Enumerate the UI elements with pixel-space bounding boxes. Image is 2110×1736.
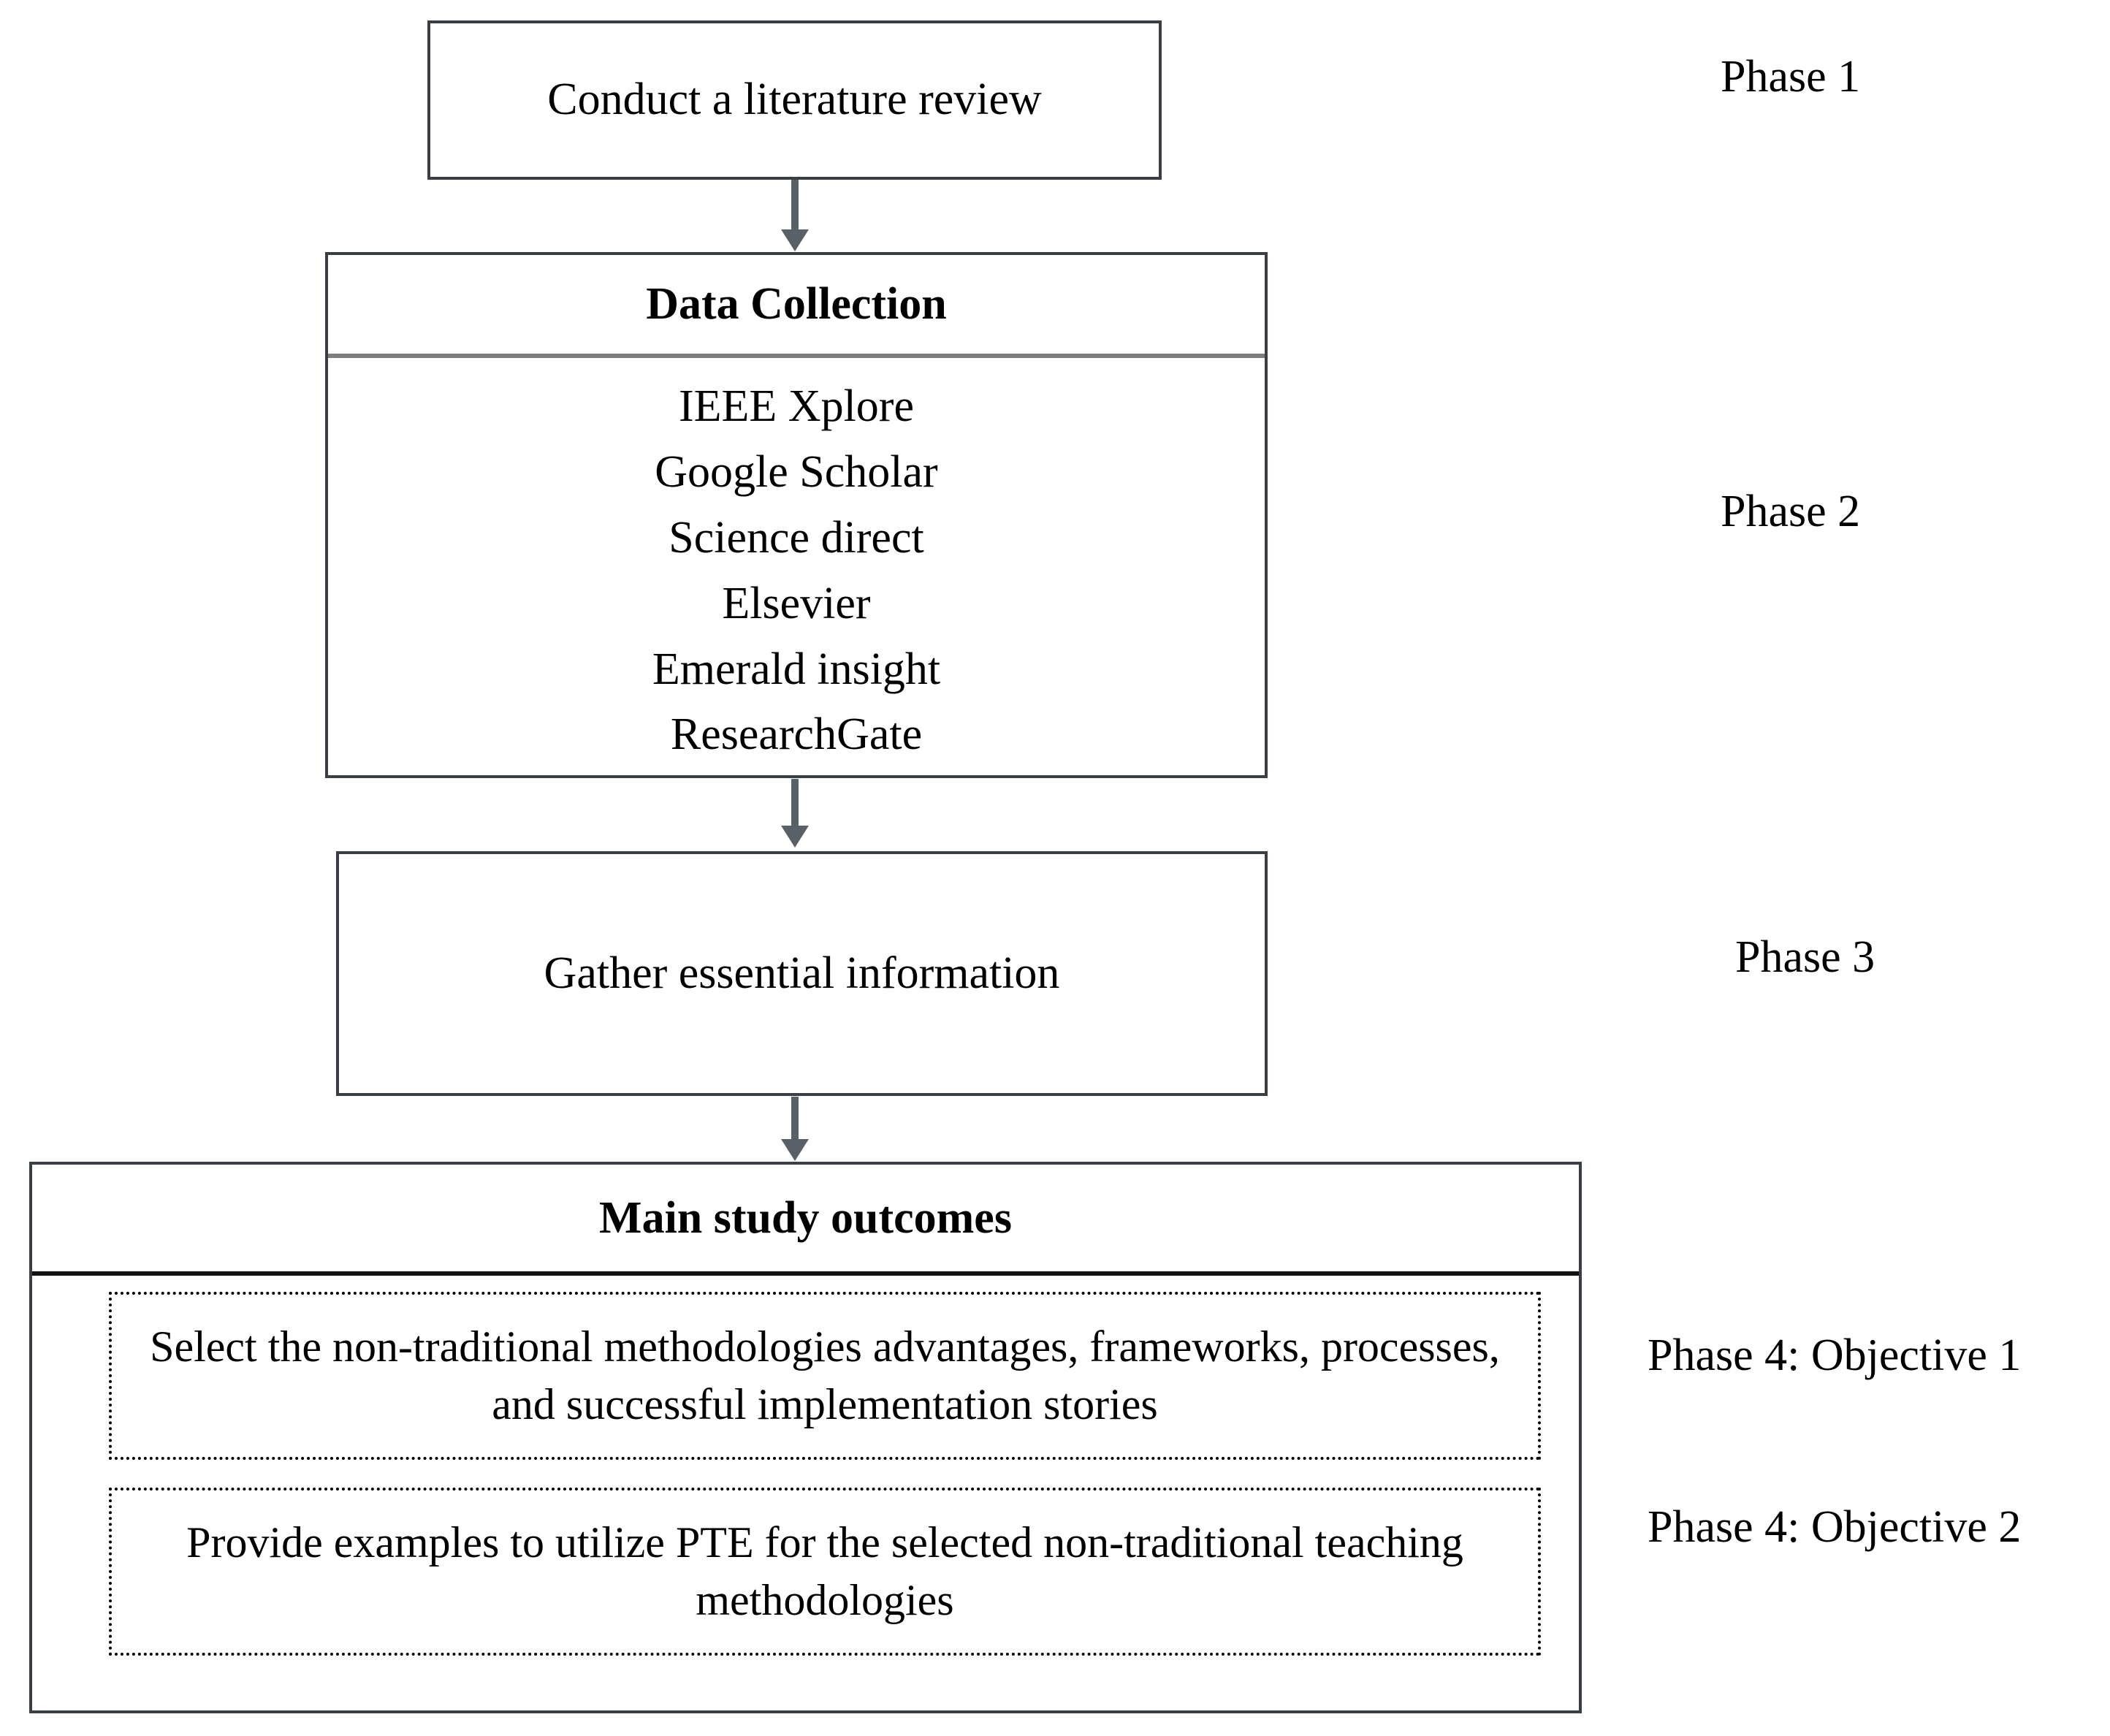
objective-box-1[interactable]: Select the non-traditional methodologies… [109, 1292, 1541, 1460]
outcomes-body: Select the non-traditional methodologies… [32, 1276, 1579, 1710]
list-item: Google Scholar [655, 446, 938, 497]
list-item: ResearchGate [670, 709, 923, 760]
list-item: IEEE Xplore [679, 381, 914, 431]
objective-1-text: Select the non-traditional methodologies… [150, 1322, 1500, 1428]
arrowhead-down-icon [781, 1139, 809, 1161]
arrowhead-down-icon [781, 229, 809, 251]
node-main-study-outcomes[interactable]: Main study outcomes Select the non-tradi… [29, 1162, 1582, 1713]
list-item: Elsevier [722, 578, 871, 628]
node-data-collection[interactable]: Data Collection IEEE Xplore Google Schol… [325, 252, 1268, 778]
data-source-list: IEEE Xplore Google Scholar Science direc… [328, 358, 1265, 775]
phase-label-4-objective-2: Phase 4: Objective 2 [1648, 1502, 2022, 1552]
objective-2-text: Provide examples to utilize PTE for the … [186, 1518, 1463, 1624]
node-literature-review[interactable]: Conduct a literature review [427, 20, 1162, 180]
node-gather-essential-information-label: Gather essential information [544, 948, 1060, 998]
phase-label-2: Phase 2 [1721, 487, 1861, 536]
arrowhead-down-icon [781, 826, 809, 848]
phase-label-1: Phase 1 [1721, 52, 1861, 102]
list-item: Science direct [669, 512, 924, 563]
connector-shaft [791, 779, 799, 829]
node-gather-essential-information[interactable]: Gather essential information [336, 851, 1268, 1096]
phase-label-4-objective-1: Phase 4: Objective 1 [1648, 1330, 2022, 1380]
node-literature-review-label: Conduct a literature review [547, 75, 1042, 125]
connector-shaft [791, 180, 799, 232]
node-data-collection-header: Data Collection [328, 255, 1265, 358]
list-item: Emerald insight [652, 644, 941, 694]
objective-box-2[interactable]: Provide examples to utilize PTE for the … [109, 1488, 1541, 1656]
phase-label-3: Phase 3 [1735, 932, 1875, 982]
connector-shaft [791, 1097, 799, 1142]
node-main-study-outcomes-header: Main study outcomes [32, 1165, 1579, 1276]
